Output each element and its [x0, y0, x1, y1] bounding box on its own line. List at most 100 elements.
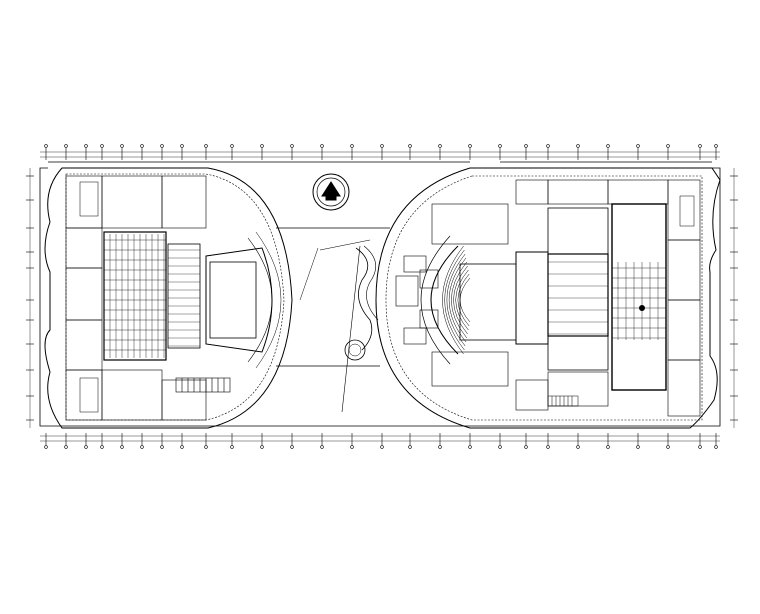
east-fly-grid — [612, 262, 666, 340]
east-room-block — [607, 179, 669, 205]
axis-bubble — [380, 445, 384, 449]
west-balcony-curve — [255, 231, 282, 369]
east-room-block — [667, 179, 701, 241]
west-auditorium — [205, 247, 273, 353]
axis-bubble — [606, 445, 610, 449]
axis-bubble — [606, 144, 610, 148]
winding-path — [355, 247, 373, 351]
east-seating-fan — [442, 245, 471, 355]
axis-bubble — [44, 445, 48, 449]
north-arrow-icon — [312, 173, 350, 211]
central-plaza — [276, 173, 390, 413]
east-room-block — [667, 359, 701, 417]
axis-bubble — [468, 445, 472, 449]
west-side-stage — [167, 243, 201, 349]
axis-bubble — [438, 445, 442, 449]
axis-bubble — [260, 445, 264, 449]
axis-bubble — [576, 445, 580, 449]
west-balcony-curve — [247, 237, 273, 363]
axis-bubble — [180, 144, 184, 148]
seat-row — [448, 257, 467, 343]
east-room-block — [667, 299, 701, 361]
seat-row — [442, 245, 464, 355]
axis-bubble — [350, 445, 354, 449]
west-stage-tower — [103, 231, 167, 361]
west-proscenium — [209, 261, 257, 339]
axis-bubble — [230, 445, 234, 449]
axis-bubble — [576, 144, 580, 148]
west-room-block — [65, 319, 103, 371]
axis-bubble — [180, 445, 184, 449]
axis-bubble — [350, 144, 354, 148]
east-room-block — [431, 351, 509, 387]
west-facade — [44, 167, 293, 429]
axis-bubble — [100, 445, 104, 449]
east-auditorium-wall — [420, 235, 451, 365]
axis-bubble — [230, 144, 234, 148]
axis-bubble — [666, 144, 670, 148]
axis-bubble — [408, 445, 412, 449]
axis-bubble — [546, 445, 550, 449]
fountain-inner — [348, 343, 362, 357]
axis-bubble — [438, 144, 442, 148]
east-column-marker — [639, 305, 645, 311]
axis-bubble — [140, 445, 144, 449]
axis-bubble — [714, 144, 718, 148]
seat-row — [459, 277, 471, 323]
seat-row — [453, 265, 468, 335]
plaza-diagonal — [319, 239, 371, 413]
axis-bubble — [64, 445, 68, 449]
axis-bubble — [524, 144, 528, 148]
east-rehearsal-hall — [547, 335, 609, 371]
winding-path — [363, 245, 379, 321]
west-room-block — [65, 175, 103, 229]
axis-bubble — [140, 144, 144, 148]
axis-bubble — [160, 445, 164, 449]
axis-bubble — [204, 445, 208, 449]
axis-bubble — [636, 144, 640, 148]
west-building — [44, 167, 293, 429]
axis-bubble — [160, 144, 164, 148]
east-back-stage-grid — [548, 261, 608, 335]
axis-bubble — [290, 445, 294, 449]
east-proscenium — [459, 263, 517, 341]
axis-bubble — [44, 144, 48, 148]
plaza-diagonal — [299, 247, 319, 301]
seat-row — [455, 269, 469, 331]
axis-bubble — [290, 144, 294, 148]
west-room-block — [65, 369, 103, 421]
axis-bubble — [120, 144, 124, 148]
axis-ticks — [26, 144, 738, 449]
axis-bubble — [204, 144, 208, 148]
axis-bubble — [380, 144, 384, 148]
west-stair — [175, 377, 231, 393]
east-rehearsal-hall — [547, 207, 609, 255]
seat-row — [444, 249, 465, 351]
axis-bubble — [408, 144, 412, 148]
axis-bubble — [320, 445, 324, 449]
site-outline — [39, 161, 721, 427]
west-room-block — [101, 175, 163, 229]
axis-bubble — [498, 144, 502, 148]
east-facade — [375, 167, 721, 429]
axis-bubble — [546, 144, 550, 148]
seat-row — [451, 261, 467, 339]
seat-row — [446, 253, 466, 347]
east-boxes — [395, 255, 439, 345]
west-fly-grid — [104, 234, 166, 358]
west-room-block — [161, 175, 207, 229]
east-facade-inner — [385, 175, 703, 421]
axis-bubble — [666, 445, 670, 449]
east-room-block — [431, 203, 509, 245]
east-room-block — [515, 379, 549, 411]
axis-bubble — [320, 144, 324, 148]
axis-bubble — [698, 445, 702, 449]
axis-bubble — [524, 445, 528, 449]
axis-bubble — [84, 445, 88, 449]
east-main-stage — [515, 251, 549, 345]
east-staircase — [547, 195, 695, 407]
axis-bubble — [636, 445, 640, 449]
west-room-block — [65, 227, 103, 269]
axis-bubble — [698, 144, 702, 148]
